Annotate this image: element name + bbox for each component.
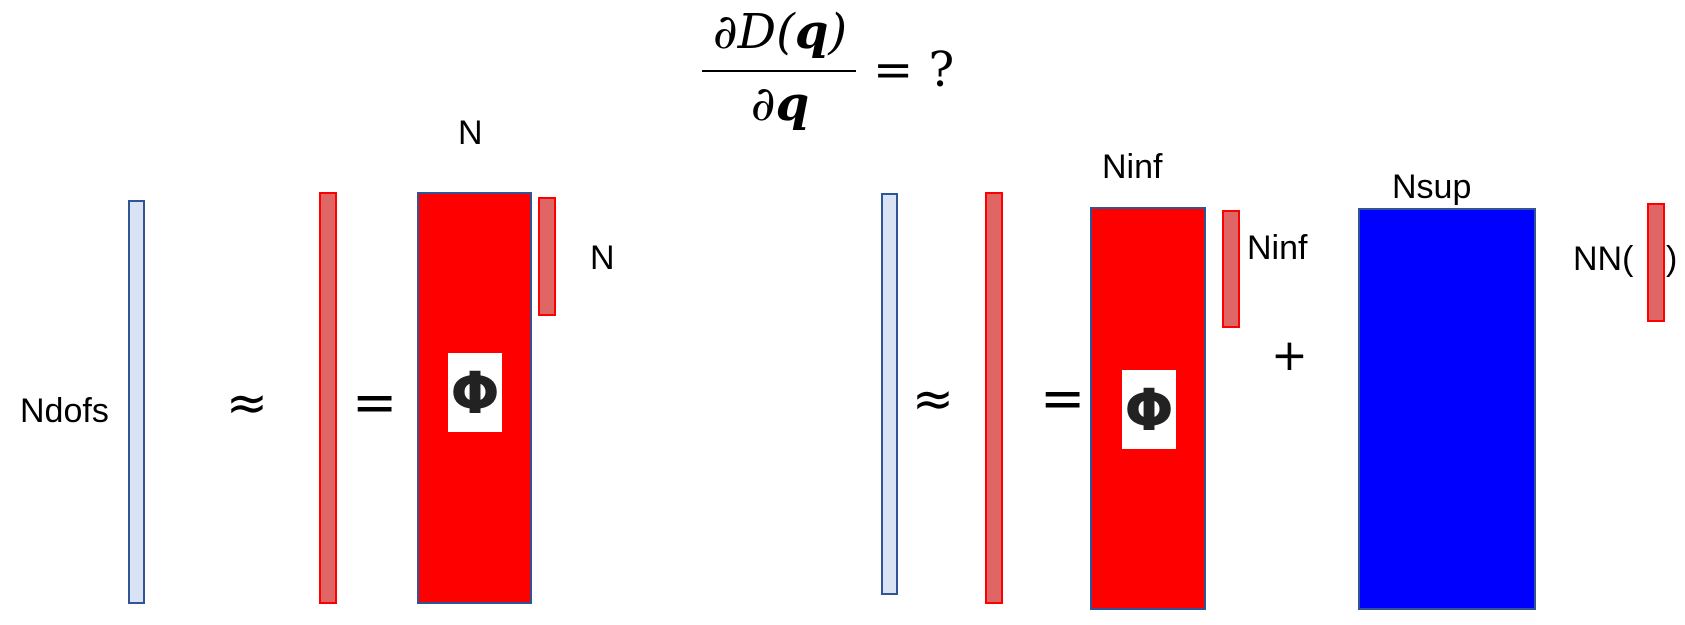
denominator-partial: ∂ [750,76,776,132]
approx-symbol: ≈ [226,374,268,432]
phi-symbol: Φ [450,358,500,427]
equals-symbol-2: = [1040,367,1086,430]
equation-rhs: = ? [873,42,955,98]
approx-symbol-2: ≈ [912,370,954,428]
ninf-columns-label: Ninf [1102,148,1163,186]
phi-symbol-2: Φ [1124,375,1174,444]
numerator-close: ) [828,4,848,60]
ninf-size-label: Ninf [1247,229,1308,267]
phi-symbol-box-2: Φ [1122,370,1176,449]
nn-close-label: ) [1666,240,1678,278]
inf-coefficients-vector [1222,210,1240,328]
denominator-var: q [775,76,810,132]
phi-symbol-box: Φ [448,353,502,432]
nsup-columns-label: Nsup [1392,168,1472,206]
equals-symbol: = [352,371,398,434]
numerator-partial: ∂D( [712,4,795,60]
nn-input-vector [1647,203,1665,322]
ndofs-label: Ndofs [20,392,109,430]
full-state-vector [128,200,145,604]
equation-numerator: ∂D(q) [700,4,860,60]
sup-basis-matrix [1358,208,1536,610]
approx-state-vector-2 [985,192,1003,604]
approx-state-vector [319,192,337,604]
coefficients-size-label: N [590,239,615,277]
fraction-bar [702,70,856,72]
plus-symbol: + [1271,330,1308,381]
reduced-coefficients-vector [538,197,556,316]
numerator-var: q [794,4,829,60]
full-state-vector-2 [881,193,898,595]
basis-columns-label: N [458,114,483,152]
derivative-equation: ∂D(q) ∂q = ? [700,4,970,132]
nn-open-label: NN( [1573,240,1634,278]
equation-denominator: ∂q [700,76,860,132]
